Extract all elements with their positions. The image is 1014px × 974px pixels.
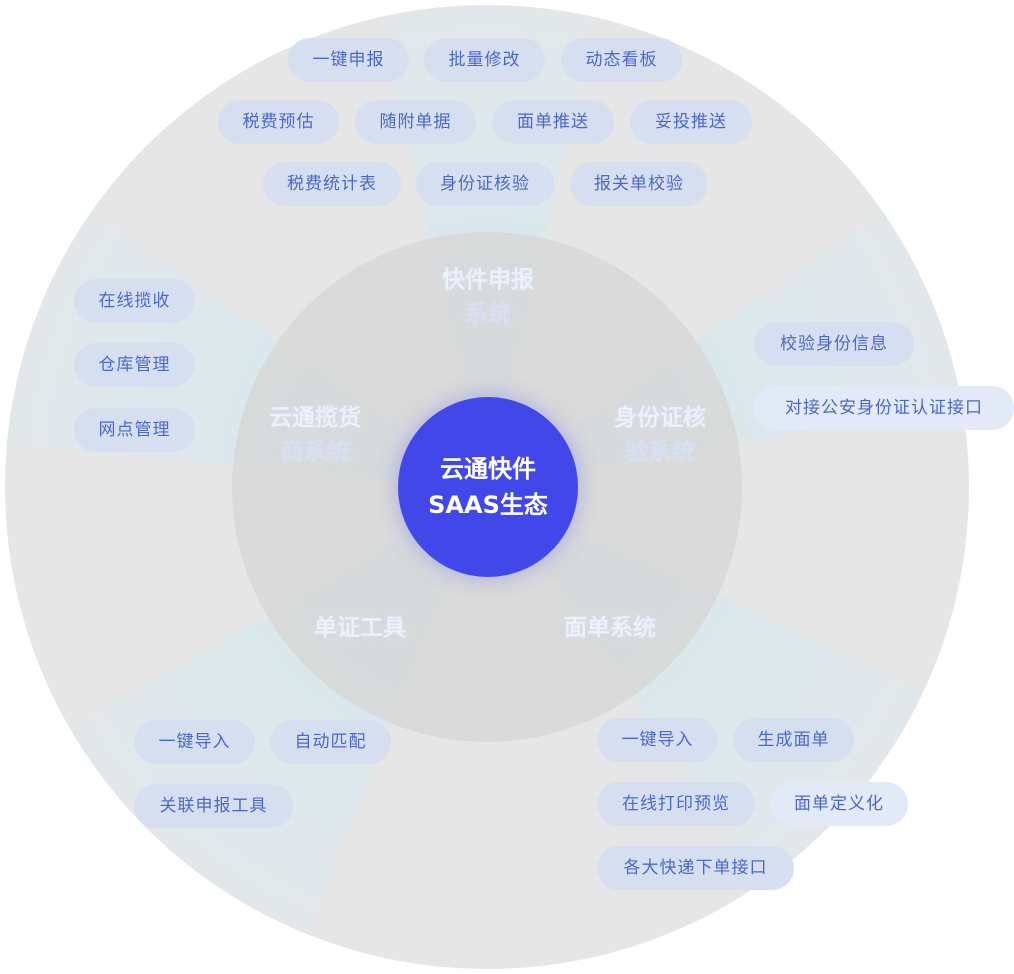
feature-pill[interactable]: 随附单据 [355, 100, 476, 144]
center-hub: 云通快件 SAAS生态 [398, 397, 578, 577]
feature-pill[interactable]: 税费统计表 [263, 162, 401, 206]
feature-pill[interactable]: 校验身份信息 [754, 322, 914, 366]
feature-pill[interactable]: 对接公安身份证认证接口 [754, 386, 1014, 430]
feature-pill[interactable]: 一键导入 [597, 718, 718, 762]
feature-pill[interactable]: 身份证核验 [416, 162, 554, 206]
center-title: 云通快件 [440, 455, 536, 483]
feature-pill[interactable]: 一键申报 [288, 38, 409, 82]
feature-pill[interactable]: 生成面单 [733, 718, 854, 762]
feature-pill[interactable]: 在线打印预览 [597, 782, 755, 826]
feature-pill[interactable]: 税费预估 [218, 100, 339, 144]
feature-pill[interactable]: 各大快递下单接口 [597, 846, 794, 890]
feature-pill[interactable]: 报关单校验 [570, 162, 708, 206]
feature-pill[interactable]: 动态看板 [561, 38, 682, 82]
feature-pill[interactable]: 面单定义化 [770, 782, 908, 826]
segment-label-tools: 单证工具 [314, 615, 406, 641]
feature-pill[interactable]: 批量修改 [424, 38, 545, 82]
feature-pill[interactable]: 妥投推送 [630, 100, 752, 144]
segment-label-id-verification: 身份证核验系统 [614, 405, 706, 465]
segment-label-collection: 云通揽货商系统 [269, 405, 361, 465]
feature-pill[interactable]: 网点管理 [74, 408, 195, 452]
feature-pill[interactable]: 面单推送 [492, 100, 614, 144]
center-subtitle: SAAS生态 [428, 491, 548, 519]
feature-pill[interactable]: 一键导入 [134, 720, 255, 764]
segment-label-waybill: 面单系统 [564, 615, 656, 641]
feature-pill[interactable]: 关联申报工具 [134, 784, 293, 828]
feature-pill[interactable]: 在线揽收 [74, 279, 195, 323]
segment-label-declaration: 快件申报系统 [442, 267, 534, 327]
feature-pill[interactable]: 自动匹配 [270, 720, 391, 764]
feature-pill[interactable]: 仓库管理 [74, 343, 195, 387]
